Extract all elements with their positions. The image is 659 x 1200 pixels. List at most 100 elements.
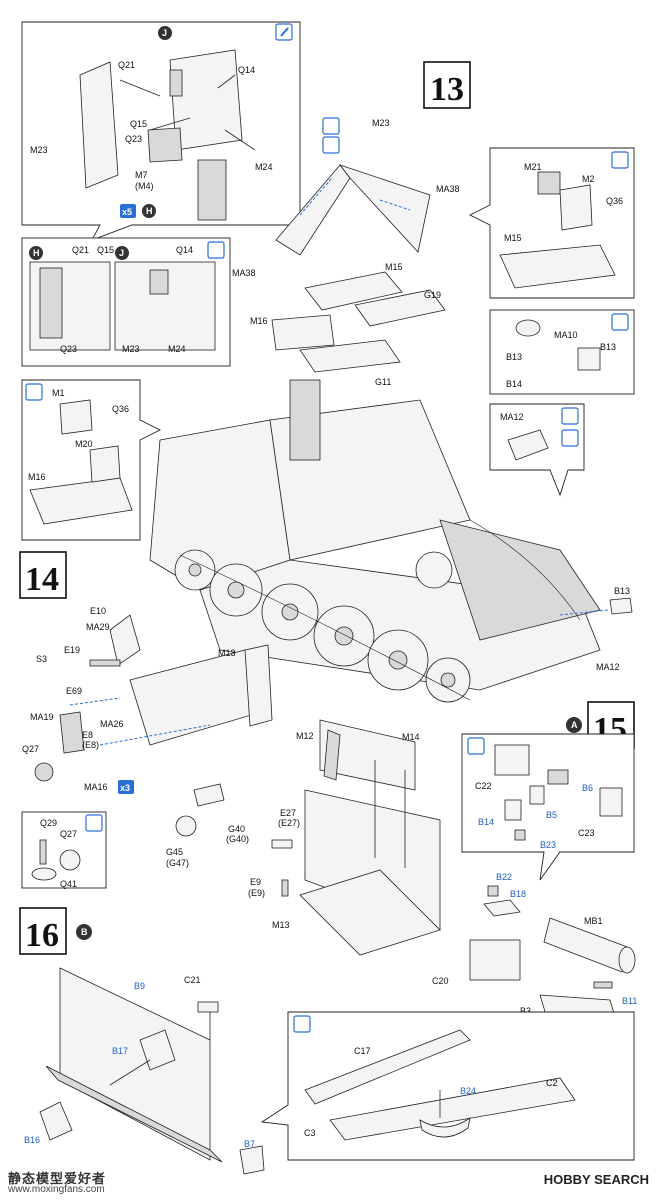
svg-text:M24: M24	[168, 344, 186, 354]
part-e27	[271, 839, 293, 849]
label-q15: Q15	[130, 119, 147, 129]
svg-text:B13: B13	[600, 342, 616, 352]
part-q21-drum	[169, 69, 183, 97]
road-wheels	[174, 549, 471, 703]
part-ma19	[59, 711, 85, 754]
watermark-right: HOBBY SEARCH	[543, 1172, 649, 1187]
part-c21	[197, 1001, 219, 1013]
svg-text:Q15: Q15	[97, 245, 114, 255]
svg-text:E9: E9	[250, 877, 261, 887]
svg-text:Q14: Q14	[176, 245, 193, 255]
svg-text:H: H	[146, 206, 153, 216]
svg-text:M13: M13	[272, 920, 290, 930]
part-mb1	[543, 917, 631, 973]
watermark-left-url: www.moxingfans.com	[8, 1184, 105, 1195]
part-b17	[139, 1029, 176, 1071]
svg-text:MA10: MA10	[554, 330, 578, 340]
svg-text:Q29: Q29	[40, 818, 57, 828]
svg-text:H: H	[33, 248, 40, 258]
svg-text:G19: G19	[424, 290, 441, 300]
svg-text:MA16: MA16	[84, 782, 108, 792]
part-m7-stack	[197, 159, 227, 221]
svg-text:E19: E19	[64, 645, 80, 655]
label-m4: (M4)	[135, 181, 154, 191]
svg-text:B16: B16	[24, 1135, 40, 1145]
part-b9-fender	[59, 967, 211, 1161]
part-b22	[487, 885, 499, 897]
svg-text:M14: M14	[402, 732, 420, 742]
step-13: 13 J Q21 Q14 Q15 Q23 M23 M7 (M4) M24 x5 …	[21, 21, 635, 703]
step-15: A 15 C22 B6 B5 B14 C23 B23 B22 B18 MB1 C…	[432, 701, 637, 1021]
step-13-number: 13	[430, 71, 464, 108]
svg-text:E10: E10	[90, 606, 106, 616]
label-ma38-left: MA38	[232, 268, 256, 278]
step-16: 16 B B9 C21 B17 B16 B7 C17 C2 B24 C3	[19, 907, 635, 1175]
part-q14-panel	[169, 49, 243, 151]
svg-text:B13: B13	[614, 586, 630, 596]
svg-text:E27: E27	[280, 808, 296, 818]
svg-text:B11: B11	[622, 996, 637, 1006]
svg-text:M16: M16	[28, 472, 46, 482]
svg-text:MA26: MA26	[100, 719, 124, 729]
svg-text:B14: B14	[478, 817, 494, 827]
svg-text:Q21: Q21	[72, 245, 89, 255]
svg-text:M12: M12	[296, 731, 314, 741]
label-q21: Q21	[118, 60, 135, 70]
svg-text:Q36: Q36	[606, 196, 623, 206]
part-g40	[193, 783, 225, 807]
svg-text:B6: B6	[582, 783, 593, 793]
svg-text:J: J	[162, 28, 167, 38]
step-14-number: 14	[25, 561, 59, 598]
svg-text:C3: C3	[304, 1128, 316, 1138]
vehicle-hull	[149, 379, 601, 703]
part-g19	[354, 289, 446, 327]
svg-text:G45: G45	[166, 847, 183, 857]
svg-text:A: A	[571, 720, 578, 730]
part-g45	[175, 815, 197, 837]
svg-text:MB1: MB1	[584, 916, 603, 926]
svg-text:C22: C22	[475, 781, 492, 791]
part-m23-panel	[79, 61, 119, 189]
label-m24: M24	[255, 162, 273, 172]
detail-box-b13	[489, 309, 635, 395]
svg-text:(G40): (G40)	[226, 834, 249, 844]
marker-h	[142, 204, 156, 218]
svg-text:B24: B24	[460, 1086, 476, 1096]
svg-text:B3: B3	[520, 1006, 531, 1016]
svg-text:(G47): (G47)	[166, 858, 189, 868]
svg-text:S3: S3	[36, 654, 47, 664]
marker-j-top	[158, 26, 172, 40]
svg-text:E69: E69	[66, 686, 82, 696]
part-e10	[109, 614, 141, 666]
svg-text:B13: B13	[506, 352, 522, 362]
svg-text:G40: G40	[228, 824, 245, 834]
label-ma38-right: MA38	[436, 184, 460, 194]
svg-text:B: B	[81, 927, 88, 937]
part-m16	[271, 314, 335, 351]
svg-text:M15: M15	[385, 262, 403, 272]
svg-text:B17: B17	[112, 1046, 128, 1056]
label-m23-main: M23	[372, 118, 390, 128]
svg-text:M1: M1	[52, 388, 65, 398]
svg-text:B5: B5	[546, 810, 557, 820]
step-16-number: 16	[25, 917, 59, 954]
svg-text:M2: M2	[582, 174, 595, 184]
svg-text:E8: E8	[82, 730, 93, 740]
svg-text:MA29: MA29	[86, 622, 110, 632]
part-c17	[304, 1029, 471, 1105]
part-c20	[469, 939, 521, 981]
svg-text:M15: M15	[504, 233, 522, 243]
svg-text:x3: x3	[120, 783, 130, 793]
quantity-badge-x5	[120, 204, 136, 218]
part-b7	[239, 1145, 265, 1175]
svg-text:Q23: Q23	[60, 344, 77, 354]
svg-text:M13: M13	[218, 648, 236, 658]
marker-a	[566, 717, 582, 733]
part-e9	[281, 879, 289, 897]
svg-text:C20: C20	[432, 976, 449, 986]
svg-text:(E8): (E8)	[82, 740, 99, 750]
label-m23: M23	[30, 145, 48, 155]
label-m7: M7	[135, 170, 148, 180]
svg-text:M16: M16	[250, 316, 268, 326]
